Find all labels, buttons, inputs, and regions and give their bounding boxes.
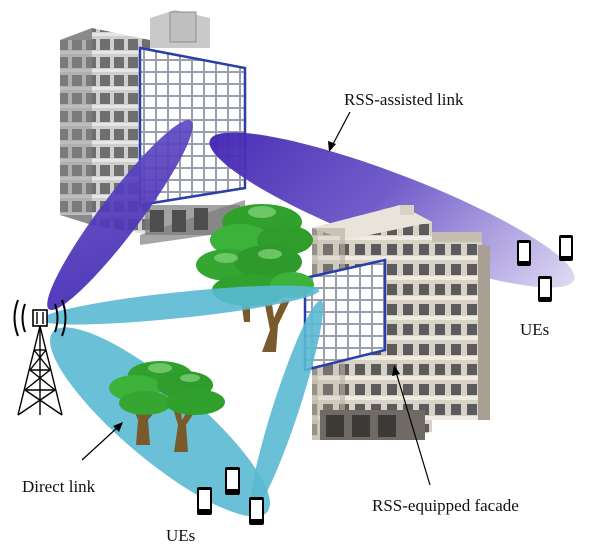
smartphone-icon bbox=[249, 497, 264, 525]
bs-to-rss-beam bbox=[47, 119, 193, 311]
smartphone-icon bbox=[559, 235, 573, 261]
rss-assisted-link-arrow bbox=[328, 111, 351, 152]
tree-icon bbox=[109, 361, 225, 452]
smartphone-icon bbox=[517, 240, 531, 266]
direct-beam-upper bbox=[40, 285, 320, 325]
direct-link-arrow bbox=[81, 422, 123, 461]
direct-link-label: Direct link bbox=[22, 477, 96, 496]
ues-bottom-label: UEs bbox=[166, 526, 196, 545]
smartphone-icon bbox=[197, 487, 212, 515]
rss-assisted-link-label: RSS-assisted link bbox=[344, 90, 464, 109]
direct-beam-lower bbox=[50, 327, 270, 517]
building-icon bbox=[432, 232, 490, 420]
rss-facade-arrow bbox=[392, 365, 431, 486]
smartphone-icon bbox=[225, 467, 240, 495]
rss-reflected-beam-lower bbox=[250, 300, 324, 510]
rss-facade-label: RSS-equipped facade bbox=[372, 496, 519, 515]
ues-right-label: UEs bbox=[520, 320, 550, 339]
smartphone-icon bbox=[538, 276, 552, 302]
base-station-tower-icon bbox=[13, 299, 67, 416]
